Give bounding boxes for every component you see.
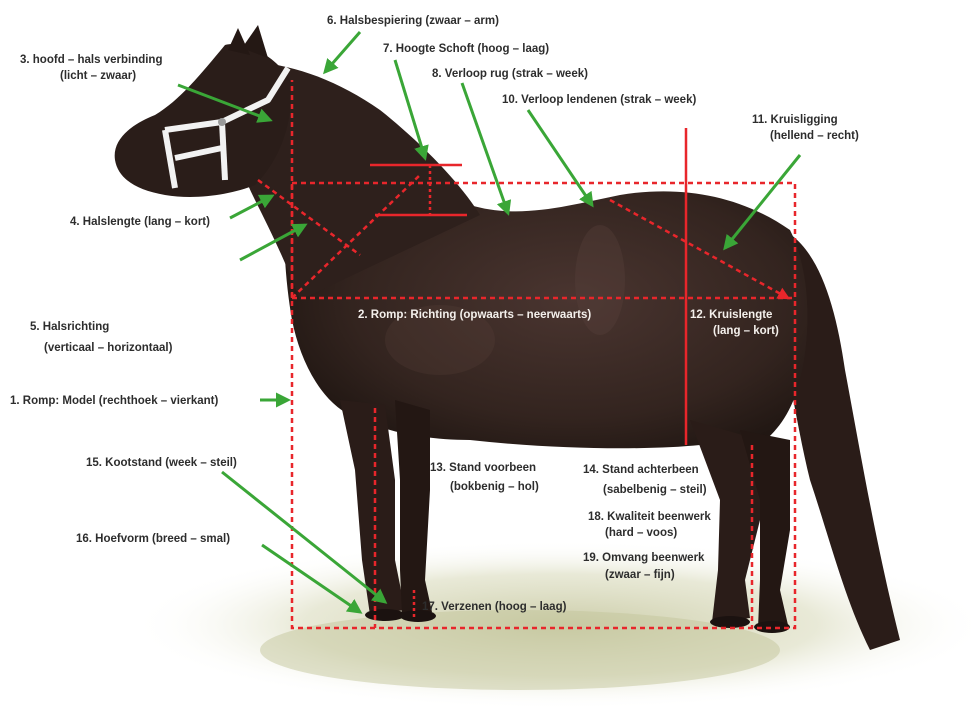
label-12-line2: (lang – kort) xyxy=(713,325,779,337)
label-16: 16. Hoefvorm (breed – smal) xyxy=(76,533,230,545)
label-14-line2: (sabelbenig – steil) xyxy=(603,484,707,496)
label-5-line1: 5. Halsrichting xyxy=(30,321,109,333)
arrow-loins xyxy=(528,110,592,205)
label-3-line2: (licht – zwaar) xyxy=(60,70,136,82)
label-14-line1: 14. Stand achterbeen xyxy=(583,464,699,476)
label-11-line2: (hellend – recht) xyxy=(770,130,859,142)
label-12-line1: 12. Kruislengte xyxy=(690,309,772,321)
arrow-neck-muscle xyxy=(325,32,360,72)
label-18-line2: (hard – voos) xyxy=(605,527,677,539)
label-4: 4. Halslengte (lang – kort) xyxy=(70,216,210,228)
label-8: 8. Verloop rug (strak – week) xyxy=(432,68,588,80)
label-2: 2. Romp: Richting (opwaarts – neerwaarts… xyxy=(358,309,591,321)
label-3-line1: 3. hoofd – hals verbinding xyxy=(20,54,163,66)
label-1: 1. Romp: Model (rechthoek – vierkant) xyxy=(10,395,218,407)
horse-head xyxy=(115,44,291,197)
label-19-line1: 19. Omvang beenwerk xyxy=(583,552,705,564)
label-5-line2: (verticaal – horizontaal) xyxy=(44,342,173,354)
label-6: 6. Halsbespiering (zwaar – arm) xyxy=(327,15,499,27)
label-13-line2: (bokbenig – hol) xyxy=(450,481,539,493)
label-7: 7. Hoogte Schoft (hoog – laag) xyxy=(383,43,549,55)
label-13-line1: 13. Stand voorbeen xyxy=(430,462,536,474)
label-11-line1: 11. Kruisligging xyxy=(752,114,838,126)
label-10: 10. Verloop lendenen (strak – week) xyxy=(502,94,696,106)
label-17: 17. Verzenen (hoog – laag) xyxy=(422,601,567,613)
label-15: 15. Kootstand (week – steil) xyxy=(86,457,237,469)
label-19-line2: (zwaar – fijn) xyxy=(605,569,675,581)
label-18-line1: 18. Kwaliteit beenwerk xyxy=(588,511,711,523)
